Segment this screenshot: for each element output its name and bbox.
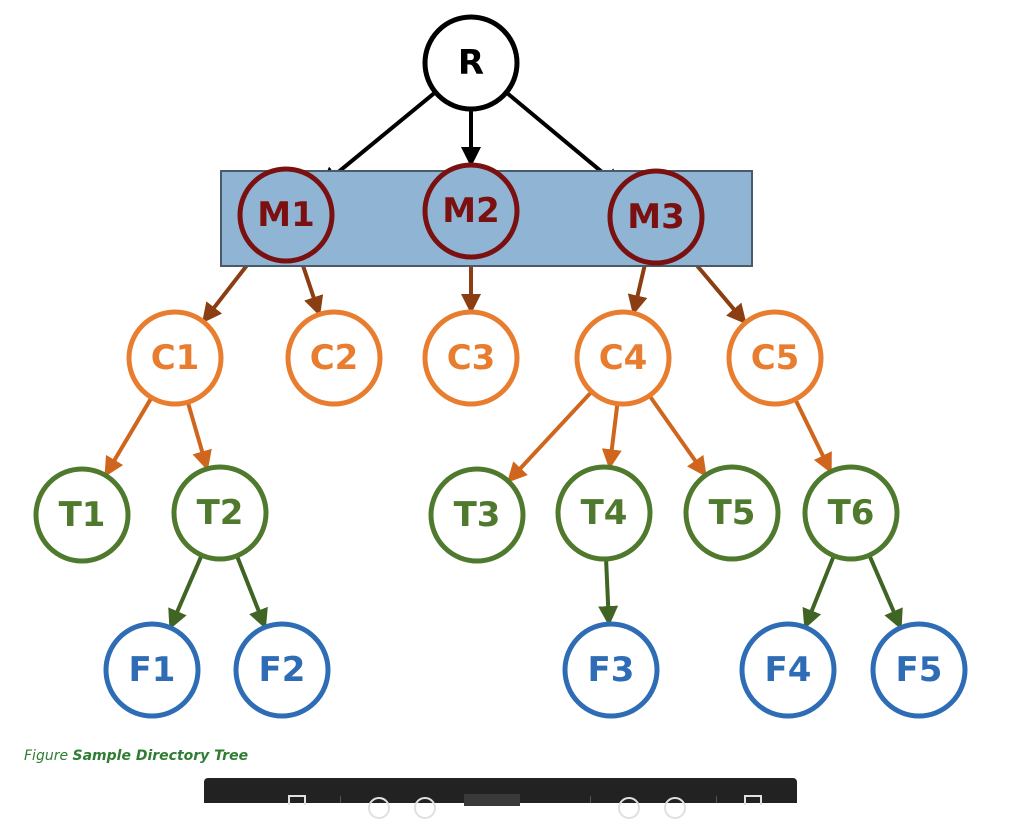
node-label: T4: [581, 493, 628, 533]
figure-caption: Figure Sample Directory Tree: [24, 748, 248, 764]
node-label: C2: [310, 338, 359, 378]
node-label: T2: [197, 493, 244, 533]
node-circle: [562, 621, 660, 719]
edge-c1-t1: [104, 396, 154, 478]
zoom-out-icon[interactable]: [368, 797, 390, 819]
node-c1: C1: [126, 309, 224, 407]
node-f3: F3: [562, 621, 660, 719]
node-label: T1: [59, 495, 106, 535]
node-label: F1: [129, 650, 176, 690]
toolbar-divider: [716, 796, 717, 803]
zoom-field[interactable]: [464, 794, 520, 806]
edge-c4-t5: [647, 394, 707, 478]
node-circle: [802, 464, 900, 562]
node-r: R: [422, 14, 520, 112]
node-circle: [739, 621, 837, 719]
node-circle: [285, 309, 383, 407]
node-t5: T5: [683, 464, 781, 562]
node-label: M3: [627, 197, 685, 237]
node-m2: M2: [422, 162, 520, 260]
edge-c1-t2: [185, 401, 212, 471]
node-c3: C3: [422, 309, 520, 407]
node-circle: [555, 464, 653, 562]
node-c4: C4: [574, 309, 672, 407]
zoom-in-icon[interactable]: [414, 797, 436, 819]
node-circle: [233, 621, 331, 719]
fullscreen-icon[interactable]: [744, 795, 762, 805]
edge-m1-c2: [298, 257, 324, 317]
node-m1: M1: [237, 166, 335, 264]
node-circle: [237, 166, 335, 264]
rotate-left-icon[interactable]: [618, 797, 640, 819]
node-label: F2: [259, 650, 306, 690]
node-circle: [171, 464, 269, 562]
node-label: T5: [709, 493, 756, 533]
page-icon[interactable]: [288, 795, 306, 805]
node-label: T6: [828, 493, 875, 533]
node-label: C5: [751, 338, 800, 378]
node-t1: T1: [33, 466, 131, 564]
node-f5: F5: [870, 621, 968, 719]
edge-r-m1: [319, 90, 437, 188]
toolbar-divider: [590, 796, 591, 803]
node-t4: T4: [555, 464, 653, 562]
node-label: C3: [447, 338, 496, 378]
caption-title: Sample Directory Tree: [72, 748, 249, 764]
node-c2: C2: [285, 309, 383, 407]
node-circle: [422, 309, 520, 407]
node-label: C1: [151, 338, 200, 378]
edge-m3-c4: [627, 261, 648, 316]
node-circle: [726, 309, 824, 407]
node-m3: M3: [607, 168, 705, 266]
node-circle: [607, 168, 705, 266]
edge-c4-t4: [601, 403, 622, 470]
node-t3: T3: [428, 466, 526, 564]
edge-t6-f4: [802, 554, 836, 630]
edge-t6-f5: [867, 554, 903, 630]
node-circle: [126, 309, 224, 407]
edge-t4-f3: [598, 558, 619, 627]
node-f4: F4: [739, 621, 837, 719]
node-label: C4: [599, 338, 648, 378]
node-circle: [422, 14, 520, 112]
node-label: T3: [454, 495, 501, 535]
node-f1: F1: [103, 621, 201, 719]
node-circle: [33, 466, 131, 564]
node-circle: [422, 162, 520, 260]
node-circle: [103, 621, 201, 719]
edge-c4-t3: [506, 390, 594, 483]
node-label: F3: [588, 650, 635, 690]
node-circle: [683, 464, 781, 562]
edge-c5-t6: [793, 398, 832, 474]
toolbar-divider: [340, 796, 341, 803]
caption-prefix: Figure: [24, 748, 69, 764]
node-t2: T2: [171, 464, 269, 562]
node-f2: F2: [233, 621, 331, 719]
node-label: F5: [896, 650, 943, 690]
node-label: M2: [442, 191, 500, 231]
node-label: M1: [257, 195, 315, 235]
node-label: F4: [765, 650, 812, 690]
edge-t2-f2: [235, 555, 268, 630]
rotate-right-icon[interactable]: [664, 797, 686, 819]
viewer-toolbar: [204, 778, 797, 819]
node-c5: C5: [726, 309, 824, 407]
edge-t2-f1: [168, 554, 204, 630]
node-t6: T6: [802, 464, 900, 562]
node-circle: [870, 621, 968, 719]
node-circle: [574, 309, 672, 407]
node-label: R: [458, 43, 484, 83]
node-circle: [428, 466, 526, 564]
